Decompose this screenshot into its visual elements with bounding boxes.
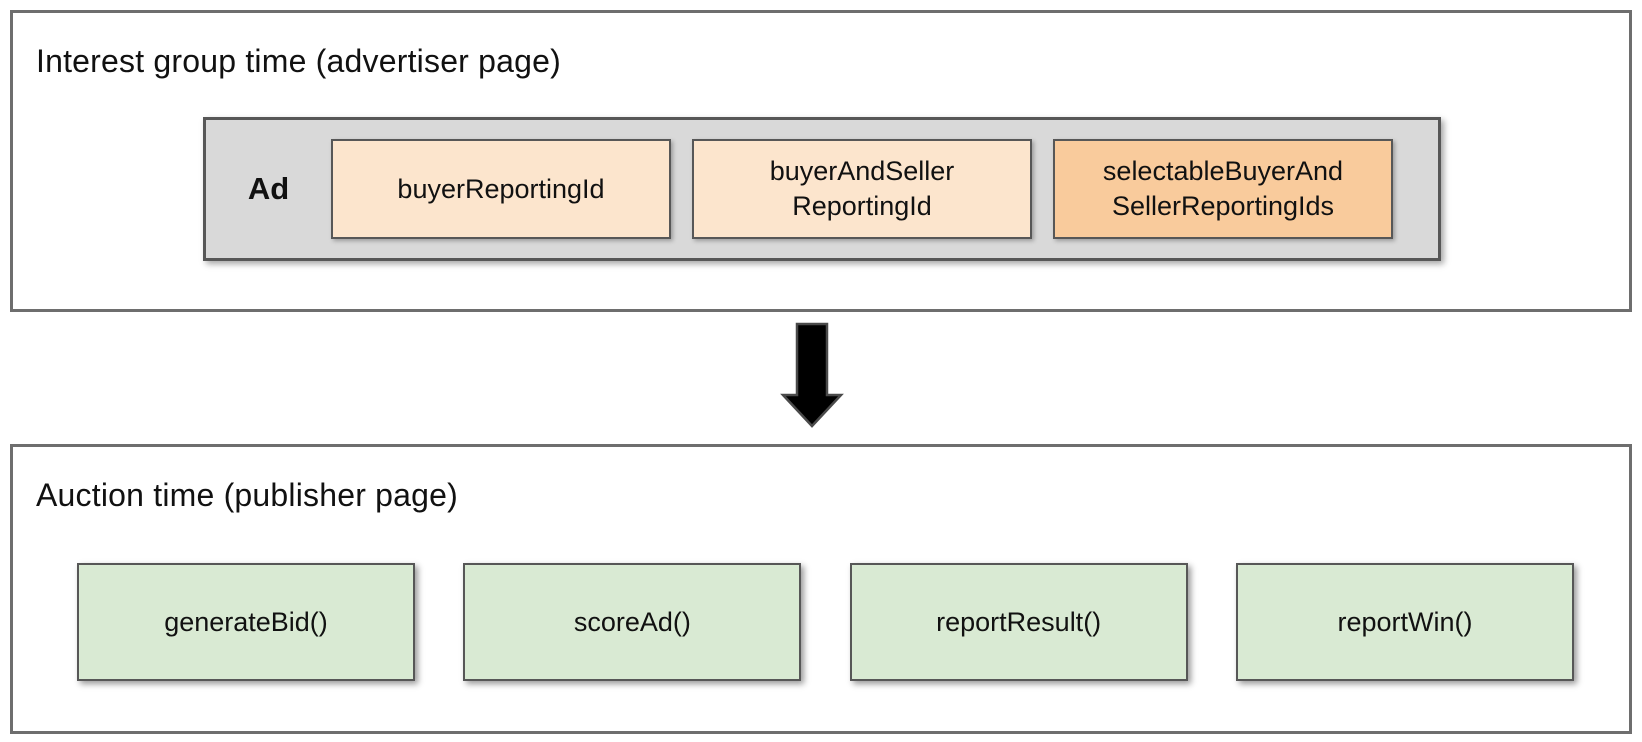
report-result-box: reportResult() — [849, 563, 1188, 681]
ad-label: Ad — [247, 171, 290, 206]
auction-section: Auction time (publisher page) generateBi… — [10, 444, 1632, 734]
score-ad-box: scoreAd() — [463, 563, 802, 681]
selectable-buyer-and-seller-reporting-ids-box: selectableBuyerAnd SellerReportingIds — [1053, 139, 1393, 239]
buyer-and-seller-reporting-id-box: buyerAndSeller ReportingId — [692, 139, 1032, 239]
down-arrow-icon — [780, 322, 844, 428]
buyer-reporting-id-box: buyerReportingId — [331, 139, 671, 239]
auction-title: Auction time (publisher page) — [36, 477, 459, 513]
generate-bid-box: generateBid() — [77, 563, 415, 681]
auction-function-row: generateBid() scoreAd() reportResult() r… — [13, 563, 1629, 681]
report-win-box: reportWin() — [1235, 563, 1574, 681]
ad-container: Ad buyerReportingId buyerAndSeller Repor… — [203, 117, 1441, 261]
interest-group-title: Interest group time (advertiser page) — [36, 43, 561, 79]
interest-group-section: Interest group time (advertiser page) Ad… — [10, 10, 1632, 312]
